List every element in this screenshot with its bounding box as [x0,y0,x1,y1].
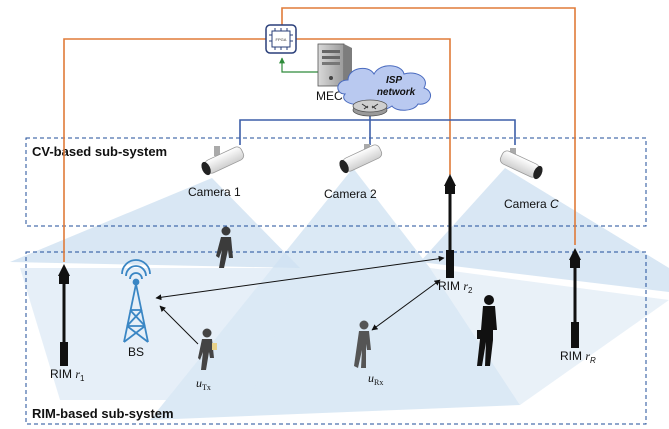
bs-label: BS [128,345,144,359]
u-tx-sub: Tx [202,383,211,392]
u-rx-var: u [368,371,374,385]
rim-subsystem-label: RIM-based sub-system [32,406,174,421]
ground-coverage-left [20,268,300,400]
camera-c-coverage [420,168,669,292]
camera-c-label: Camera C [504,197,559,211]
utx-to-bs-link [159,305,199,345]
u-rx-sub: Rx [374,378,383,387]
chip-text: FPGA [276,37,287,42]
camera-c-icon [499,148,543,180]
user-rx-icon [354,320,371,368]
fiber-to-rim-2 [290,38,451,175]
cv-subsystem-box [25,137,647,227]
rim-r-sub: R [590,356,596,365]
router-icon [352,99,388,117]
camera-2-icon [339,144,383,174]
u-tx-label: uTx [196,376,211,392]
rim-r-var: r [585,349,590,363]
fiber-to-rim-r [281,7,576,245]
isp-label-2: network [377,87,416,98]
rim-1-sub: 1 [80,374,85,383]
fiber-to-rim-1 [63,38,268,262]
rim-2-sub: 2 [468,286,473,295]
rim-r-lamp-icon [569,248,581,348]
u-tx-var: u [196,376,202,390]
rim-r-label: RIM rR [560,349,596,365]
camera-1-label: Camera 1 [188,185,241,199]
rim-2-label: RIM r2 [438,279,473,295]
mec-label: MEC [316,89,343,103]
rim-2-lamp-icon [444,174,456,278]
camera-coverage-areas [10,168,669,420]
user-tx-icon [198,328,217,370]
rim-2-var: r [463,279,468,293]
ethernet-to-camera-1 [239,119,516,145]
u-rx-label: uRx [368,371,383,387]
isp-label-1: ISP [386,75,402,86]
base-station-tower-icon [121,259,151,343]
rim-subsystem-box [25,251,647,425]
rim-1-var: r [75,367,80,381]
rim-1-prefix: RIM [50,367,75,381]
camera-c-label-var: C [550,197,559,211]
camera-2-label: Camera 2 [324,187,377,201]
rim-1-label: RIM r1 [50,367,85,383]
camera-c-label-prefix: Camera [504,197,550,211]
mec-to-chip-arrow [279,57,318,73]
fpga-chip-icon: FPGA [265,24,297,54]
rim-2-to-urx-link [371,279,441,331]
rim-2-prefix: RIM [438,279,463,293]
camera-1-coverage [10,178,300,268]
rim-1-lamp-icon [58,264,70,366]
camera-1-icon [201,146,245,176]
pedestrian-2-icon [477,295,497,366]
bs-to-rim-2-link [155,255,445,301]
pedestrian-1-icon [216,226,233,268]
cv-subsystem-label: CV-based sub-system [32,144,167,159]
rim-r-prefix: RIM [560,349,585,363]
fiber-links [63,7,576,262]
